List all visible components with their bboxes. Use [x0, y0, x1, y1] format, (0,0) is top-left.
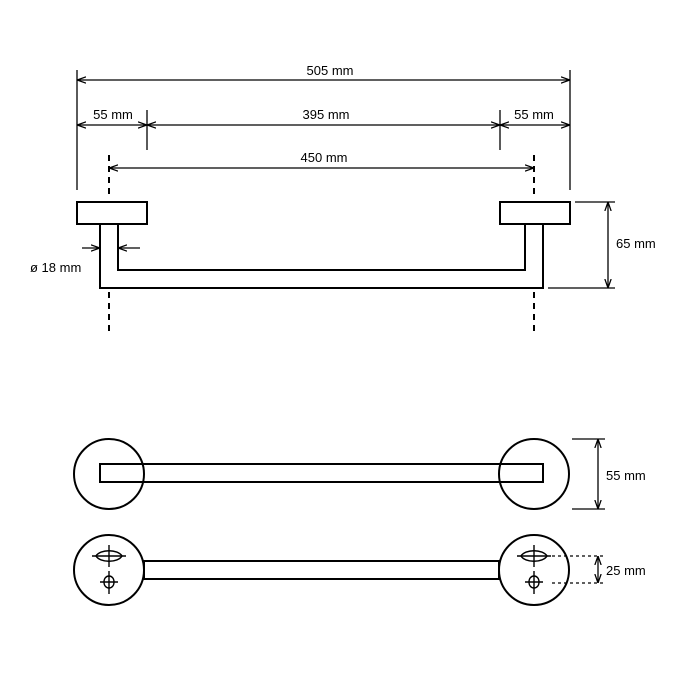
towel-bar-profile: [99, 223, 544, 289]
right-rosette: [498, 438, 570, 510]
bar-rear: [143, 560, 500, 580]
overall-width-label: 505 mm: [307, 63, 354, 78]
left-flange-label: 55 mm: [93, 107, 133, 122]
front-view: [76, 155, 571, 333]
left-wall-flange: [76, 201, 148, 225]
bar-top: [99, 463, 544, 483]
right-flange-label: 55 mm: [514, 107, 554, 122]
diameter-label: ø 18 mm: [30, 260, 81, 275]
top-view: [73, 438, 570, 510]
left-rosette: [73, 438, 145, 510]
bar-length-label: 395 mm: [303, 107, 350, 122]
mounting-view: [73, 534, 570, 606]
hole-spacing-label: 25 mm: [606, 563, 646, 578]
center-distance-label: 450 mm: [301, 150, 348, 165]
rosette-diameter-label: 55 mm: [606, 468, 646, 483]
left-mounting-holes: [92, 545, 126, 594]
right-wall-flange: [499, 201, 571, 225]
dimension-lines: [77, 80, 608, 288]
right-mounting-holes: [517, 545, 551, 594]
height-label: 65 mm: [616, 236, 656, 251]
